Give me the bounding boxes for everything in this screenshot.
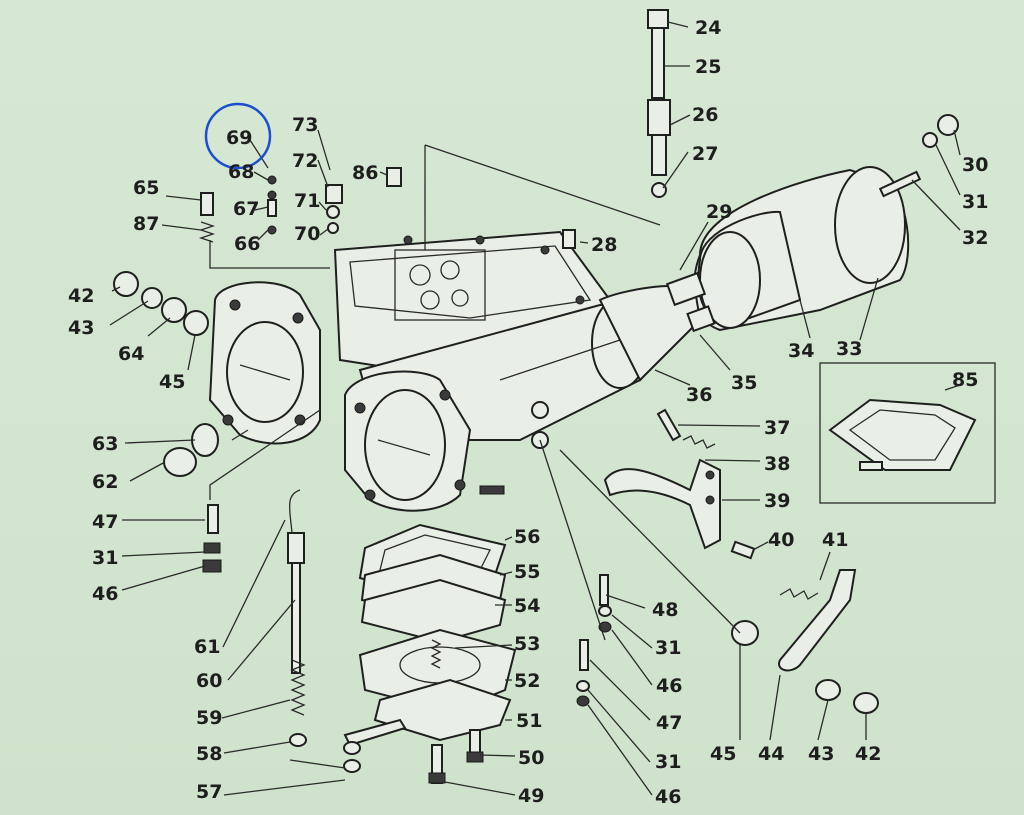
label-27: 27: [692, 143, 718, 165]
label-48: 48: [652, 599, 678, 621]
label-59: 59: [196, 707, 222, 729]
part-labels: 24 25 26 27 28 29 30 31 32 33 34 35 36 3…: [68, 17, 988, 808]
label-29: 29: [706, 201, 732, 223]
label-86: 86: [352, 162, 378, 184]
label-40: 40: [768, 529, 794, 551]
label-46: 46: [656, 675, 682, 697]
label-37: 37: [764, 417, 790, 439]
label-39: 39: [764, 490, 790, 512]
label-65: 65: [133, 177, 159, 199]
label-52: 52: [514, 670, 540, 692]
label-64: 64: [118, 343, 144, 365]
label-56: 56: [514, 526, 540, 548]
label-left-43: 43: [68, 317, 94, 339]
label-26: 26: [692, 104, 718, 126]
label-left-42: 42: [68, 285, 94, 307]
label-34: 34: [788, 340, 814, 362]
label-51: 51: [516, 710, 542, 732]
label-69: 69: [226, 127, 252, 149]
label-60: 60: [196, 670, 222, 692]
label-73: 73: [292, 114, 318, 136]
label-58: 58: [196, 743, 222, 765]
leader-lines: [109, 21, 961, 796]
label-50: 50: [518, 747, 544, 769]
label-36: 36: [686, 384, 712, 406]
label-31: 31: [962, 191, 988, 213]
label-43: 43: [808, 743, 834, 765]
carburetor-body: [208, 230, 651, 512]
label-dup-31a: 31: [655, 637, 681, 659]
label-24: 24: [695, 17, 721, 39]
label-70: 70: [294, 223, 320, 245]
label-54: 54: [514, 595, 540, 617]
label-30: 30: [962, 154, 988, 176]
label-57: 57: [196, 781, 222, 803]
label-left-45: 45: [159, 371, 185, 393]
label-left-31: 31: [92, 547, 118, 569]
left-small-parts: [113, 167, 576, 773]
label-33: 33: [836, 338, 862, 360]
label-25: 25: [695, 56, 721, 78]
label-61: 61: [194, 636, 220, 658]
label-72: 72: [292, 150, 318, 172]
inset-85: [819, 362, 996, 504]
label-63: 63: [92, 433, 118, 455]
label-47: 47: [656, 712, 682, 734]
label-32: 32: [962, 227, 988, 249]
right-linkage: [576, 114, 959, 714]
label-45: 45: [710, 743, 736, 765]
label-67: 67: [233, 198, 259, 220]
label-68: 68: [228, 161, 254, 183]
label-42: 42: [855, 743, 881, 765]
label-62: 62: [92, 471, 118, 493]
label-53: 53: [514, 633, 540, 655]
label-38: 38: [764, 453, 790, 475]
label-44: 44: [758, 743, 784, 765]
top-jet-assembly: [647, 9, 671, 198]
label-49: 49: [518, 785, 544, 807]
label-41: 41: [822, 529, 848, 551]
label-dup-46: 46: [655, 786, 681, 808]
label-55: 55: [514, 561, 540, 583]
label-left-47: 47: [92, 511, 118, 533]
label-left-46: 46: [92, 583, 118, 605]
label-71: 71: [294, 190, 320, 212]
bowl-gasket-stack: [343, 523, 517, 784]
label-66: 66: [234, 233, 260, 255]
label-85: 85: [952, 369, 978, 391]
air-intake: [598, 166, 910, 382]
label-87: 87: [133, 213, 159, 235]
label-35: 35: [731, 372, 757, 394]
label-28: 28: [591, 234, 617, 256]
highlight-circle: [204, 102, 272, 170]
label-dup-31b: 31: [655, 751, 681, 773]
